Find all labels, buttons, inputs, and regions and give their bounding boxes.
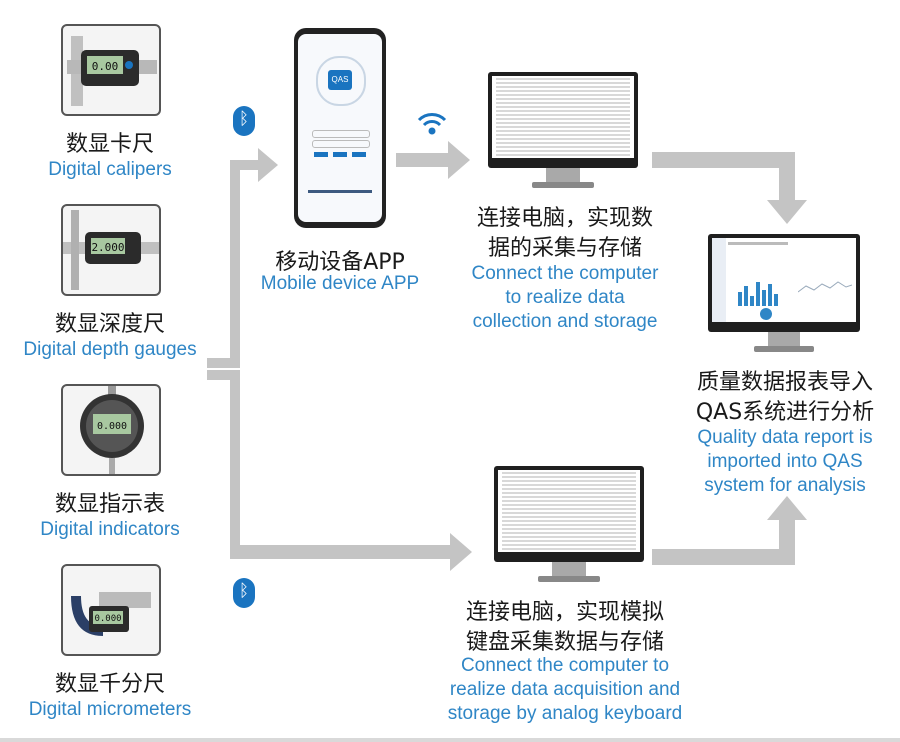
computer-top-label-cn-1: 连接电脑，实现数 <box>476 206 653 231</box>
bluetooth-icon: ᛒ <box>233 578 255 608</box>
monitor-base <box>538 576 600 582</box>
monitor-screen <box>492 76 634 158</box>
phone-logo-ring <box>316 56 366 106</box>
mobile-label-en: Mobile device APP <box>260 273 420 294</box>
computer-bottom-label-en-2: realize data acquisition and <box>449 679 681 700</box>
monitor-stand <box>546 168 580 184</box>
phone-button <box>333 152 347 157</box>
monitor-base <box>532 182 594 188</box>
mobile-label-cn: 移动设备APP <box>275 250 405 275</box>
depth-gauge-image: 2.000 <box>61 204 161 296</box>
monitor-frame <box>488 72 638 168</box>
qas-label-en-1: Quality data report is <box>697 427 873 448</box>
qas-label-cn-1: 质量数据报表导入 <box>696 370 873 395</box>
phone-field <box>312 130 370 138</box>
footer-divider <box>0 738 900 742</box>
monitor-screen <box>498 470 640 552</box>
monitor-frame <box>494 466 644 562</box>
qas-computer <box>708 234 860 356</box>
monitor-base <box>754 346 814 352</box>
depth-gauge-label-cn: 数显深度尺 <box>54 312 165 337</box>
micrometer-readout: 0.000 <box>94 614 121 624</box>
arrow-to-qas-top <box>652 152 807 224</box>
wifi-icon <box>417 113 447 135</box>
phone-field <box>312 140 370 148</box>
arrow-to-mobile <box>207 148 278 368</box>
micrometer-image: 0.000 <box>61 564 161 656</box>
computer-top <box>488 72 638 192</box>
computer-top-label-en-3: collection and storage <box>472 311 658 332</box>
monitor-frame <box>708 234 860 332</box>
arrow-to-qas-bottom <box>652 496 807 565</box>
qas-line-chart <box>798 281 852 293</box>
monitor-stand <box>552 562 586 578</box>
bluetooth-icon: ᛒ <box>233 106 255 136</box>
computer-top-label-en-2: to realize data <box>505 287 625 308</box>
indicator-label-cn: 数显指示表 <box>54 492 165 517</box>
calipers-label-cn: 数显卡尺 <box>65 132 154 157</box>
indicator-image: 0.000 <box>61 384 161 476</box>
phone-logo: QAS <box>328 70 352 90</box>
computer-bottom-label-en-1: Connect the computer to <box>460 655 670 676</box>
calipers-image: 0.00 <box>61 24 161 116</box>
qas-label-en-2: imported into QAS <box>707 451 863 472</box>
computer-bottom-label-cn-2: 键盘采集数据与存储 <box>465 630 664 655</box>
qas-dashboard-screen <box>712 238 856 322</box>
calipers-readout: 0.00 <box>92 60 119 73</box>
computer-bottom-label-en-3: storage by analog keyboard <box>447 703 683 724</box>
qas-pie <box>760 308 772 320</box>
indicator-readout: 0.000 <box>97 421 127 432</box>
depth-gauge-label-en: Digital depth gauges <box>23 339 197 360</box>
phone-screen: QAS <box>298 34 382 222</box>
computer-bottom-label-cn-1: 连接电脑，实现模拟 <box>465 600 664 625</box>
calipers-label-en: Digital calipers <box>48 159 172 180</box>
depth-gauge-readout: 2.000 <box>91 241 124 254</box>
micrometer-label-cn: 数显千分尺 <box>54 672 165 697</box>
qas-bar-chart <box>738 282 778 306</box>
qas-header <box>728 242 788 245</box>
arrow-to-computer-bottom <box>207 370 472 571</box>
monitor-stand <box>768 332 800 348</box>
computer-top-label-en-1: Connect the computer <box>471 263 659 284</box>
phone-footer-text <box>308 190 372 193</box>
arrow-to-computer-top <box>396 141 470 179</box>
qas-label-cn-2: QAS系统进行分析 <box>695 400 875 425</box>
phone-button <box>314 152 328 157</box>
qas-sidebar <box>712 238 726 322</box>
indicator-label-en: Digital indicators <box>40 519 180 540</box>
computer-top-label-cn-2: 据的采集与存储 <box>487 236 642 261</box>
mobile-phone: QAS <box>294 28 386 228</box>
phone-button <box>352 152 366 157</box>
computer-bottom <box>494 466 644 586</box>
qas-label-en-3: system for analysis <box>704 475 866 496</box>
micrometer-label-en: Digital micrometers <box>28 699 192 720</box>
